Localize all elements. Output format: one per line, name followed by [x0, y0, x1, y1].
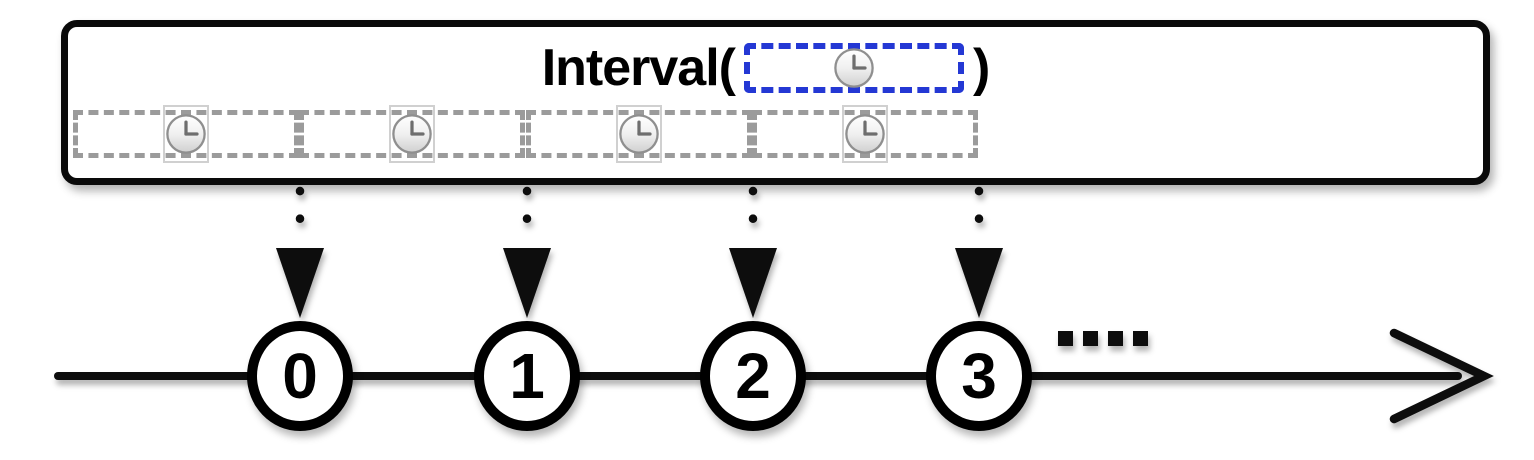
marble-label: 3	[961, 340, 997, 412]
emit-arrow	[729, 186, 777, 318]
emit-arrow	[503, 186, 551, 318]
clock-icon	[844, 113, 886, 155]
interval-function-box: Interval( )	[61, 20, 1490, 185]
ellipsis-icon	[1058, 331, 1148, 346]
clock-frame	[389, 105, 435, 163]
interval-argument-slot	[743, 43, 964, 93]
emit-arrow	[276, 186, 324, 318]
marble-value: 1	[474, 321, 580, 431]
interval-period	[752, 105, 978, 163]
marble-label: 0	[282, 340, 318, 412]
clock-frame	[842, 105, 888, 163]
function-title: Interval( )	[58, 39, 1473, 97]
marble-value: 3	[926, 321, 1032, 431]
marble-label: 1	[509, 340, 545, 412]
function-name: Interval(	[541, 39, 736, 97]
clock-icon	[165, 113, 207, 155]
clock-frame	[616, 105, 662, 163]
clock-icon	[618, 113, 660, 155]
clock-icon	[833, 47, 875, 89]
marble-label: 2	[735, 340, 771, 412]
interval-period	[526, 105, 752, 163]
function-close-paren: )	[972, 39, 990, 97]
clock-icon	[391, 113, 433, 155]
marble-value: 0	[247, 321, 353, 431]
marble-value: 2	[700, 321, 806, 431]
emit-arrow	[955, 186, 1003, 318]
clock-frame	[163, 105, 209, 163]
interval-period	[73, 105, 299, 163]
interval-period	[299, 105, 525, 163]
